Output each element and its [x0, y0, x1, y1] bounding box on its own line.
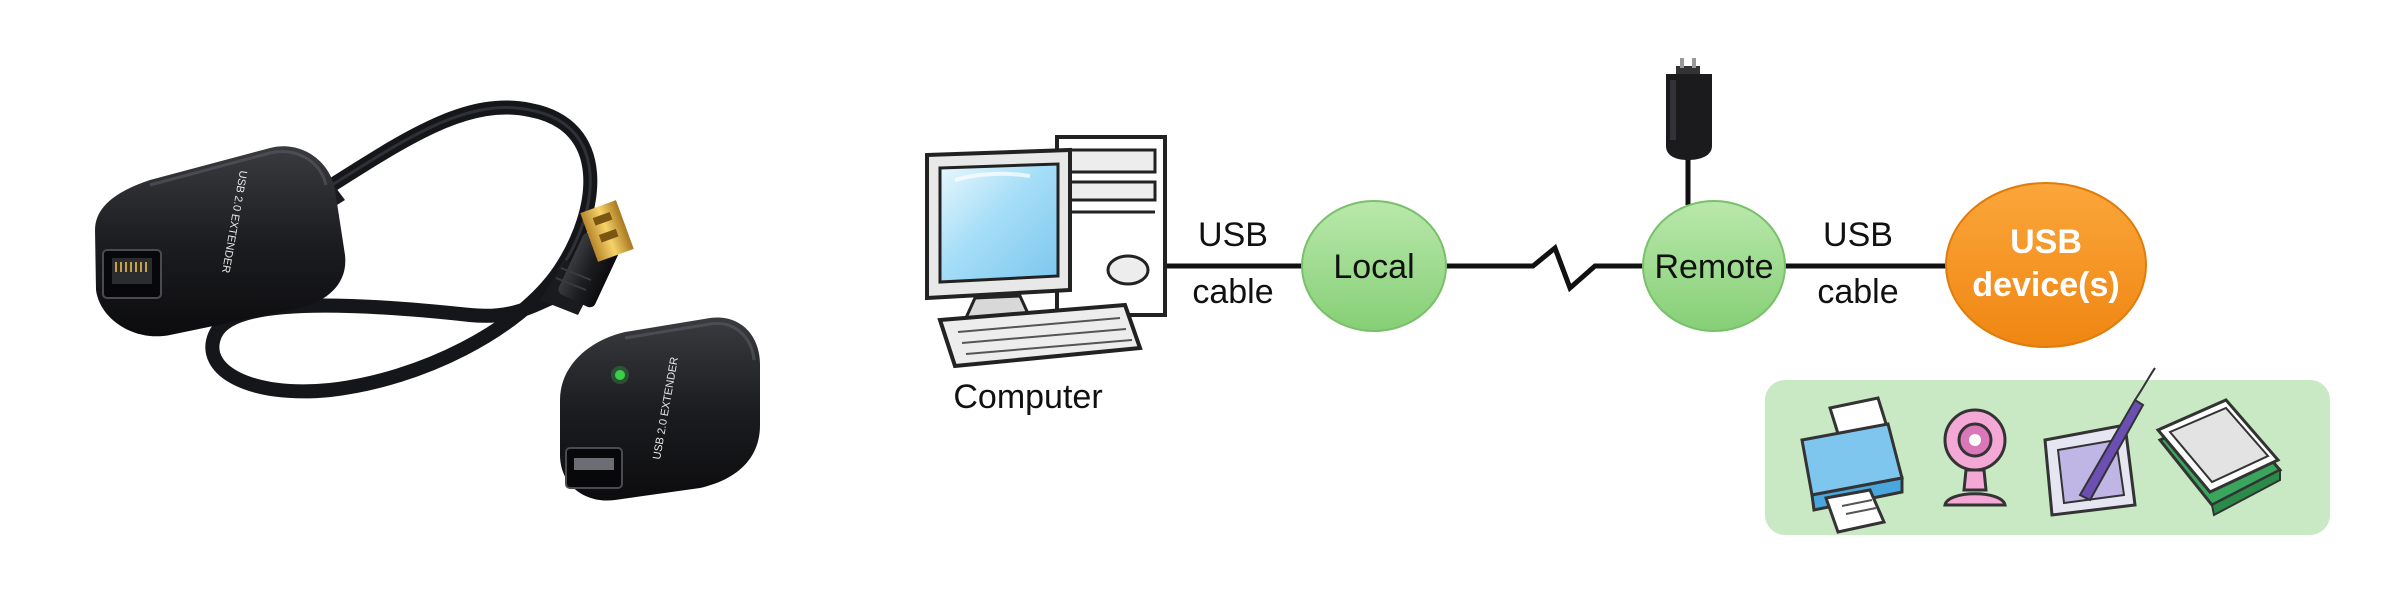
- local-cable-label-line1: USB: [1198, 216, 1268, 254]
- remote-node: Remote: [1642, 200, 1786, 332]
- local-unit-photo: USB 2.0 EXTENDER: [95, 146, 346, 337]
- remote-node-label: Remote: [1654, 248, 1773, 286]
- usb-a-plug-photo: [540, 200, 634, 315]
- remote-cable-label-line1: USB: [1823, 216, 1893, 254]
- remote-unit-photo: USB 2.0 EXTENDER: [560, 317, 760, 501]
- remote-cable-label-line2: cable: [1817, 273, 1898, 311]
- power-adapter-icon: [1666, 58, 1712, 160]
- long-distance-break: [1446, 243, 1645, 293]
- usb-devices-label-line1: USB: [2010, 223, 2082, 261]
- usb-devices-label-line2: device(s): [1972, 266, 2119, 304]
- usb-devices-panel: [1765, 367, 2330, 535]
- status-led: [615, 370, 625, 380]
- drawing-tablet-icon: [2043, 367, 2156, 517]
- usb-devices-node: USB device(s): [1945, 182, 2147, 348]
- usb-extender-product-photo: USB 2.0 EXTENDER USB 2.0 EXTENDER: [95, 100, 760, 501]
- connection-line: [1165, 160, 1957, 293]
- computer-label: Computer: [953, 378, 1102, 416]
- webcam-icon: [1943, 408, 2007, 507]
- computer-icon: [925, 135, 1167, 369]
- scanner-icon: [2155, 398, 2283, 517]
- local-cable-label-line2: cable: [1192, 273, 1273, 311]
- local-node: Local: [1301, 200, 1447, 332]
- printer-icon: [1800, 396, 1904, 534]
- local-node-label: Local: [1333, 248, 1414, 286]
